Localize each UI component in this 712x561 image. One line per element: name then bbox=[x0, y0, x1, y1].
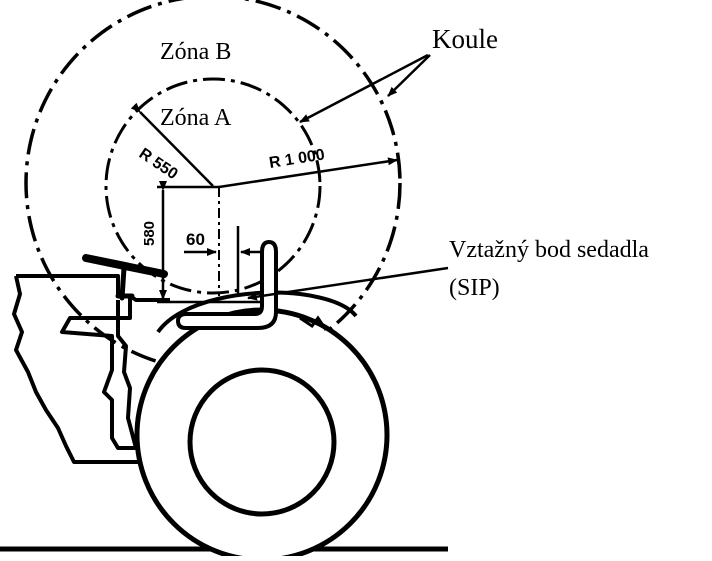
r1000-leader bbox=[218, 157, 398, 189]
fender-cut bbox=[299, 315, 328, 331]
label-koule: Koule bbox=[432, 24, 498, 54]
label-580: 580 bbox=[141, 221, 158, 246]
rear-wheel bbox=[134, 307, 390, 561]
r550-leader bbox=[130, 102, 214, 187]
label-60: 60 bbox=[186, 230, 205, 249]
label-sip-abbrev: (SIP) bbox=[449, 275, 500, 301]
label-sip-title: Vztažný bod sedadla bbox=[449, 237, 649, 263]
dim-580 bbox=[157, 181, 262, 304]
zone-b-circle bbox=[24, 0, 402, 372]
koule-leader-outer bbox=[387, 54, 431, 97]
label-zone-b: Zóna B bbox=[160, 39, 232, 65]
label-zone-a: Zóna A bbox=[160, 105, 232, 131]
label-r550: R 550 bbox=[136, 145, 181, 183]
dim-60 bbox=[184, 187, 260, 296]
zone-a-circle bbox=[104, 77, 322, 295]
koule-leader-inner bbox=[299, 53, 429, 124]
steering-wheel bbox=[82, 254, 168, 301]
sip-leader bbox=[247, 266, 449, 301]
seat bbox=[176, 240, 278, 330]
